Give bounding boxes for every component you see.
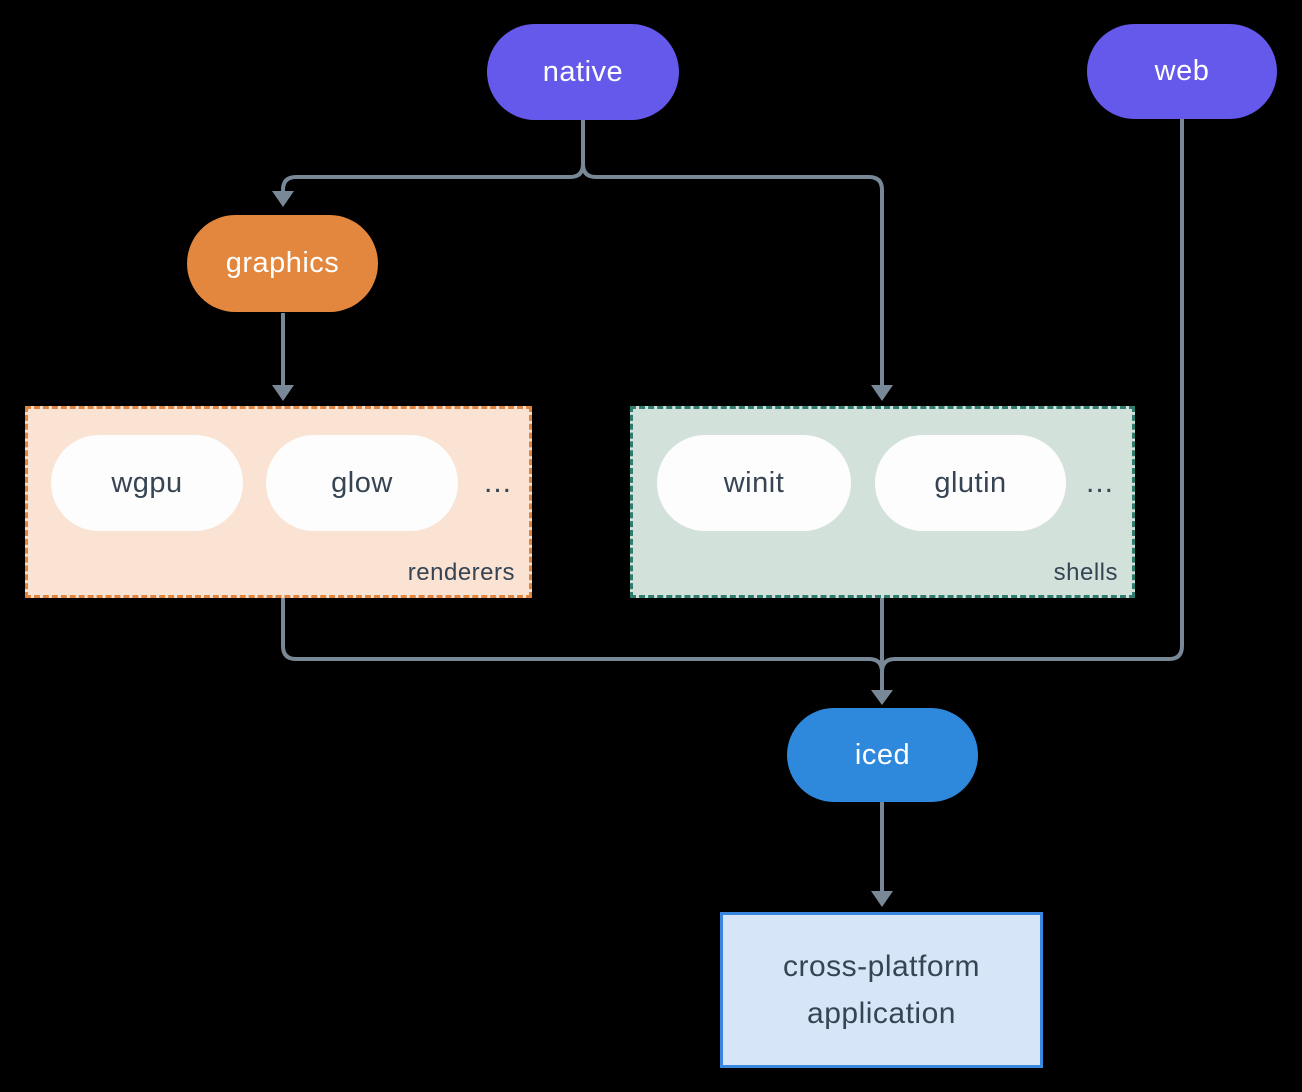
node-native-label: native [542, 55, 624, 88]
edge-native-to-shells [581, 119, 884, 387]
arrowhead-app [871, 891, 893, 907]
node-web-label: web [1154, 55, 1210, 87]
renderers-ellipsis: ... [483, 466, 512, 499]
shells-ellipsis: ... [1085, 466, 1114, 499]
cross-platform-application-label: cross-platform application [782, 950, 981, 1030]
arrowhead-iced [871, 690, 893, 705]
arrowhead-shells [871, 385, 893, 401]
node-glutin-label: glutin [934, 466, 1007, 499]
node-iced-label: iced [854, 738, 911, 771]
node-glutin: glutin [875, 435, 1066, 531]
node-graphics-label: graphics [225, 247, 340, 279]
renderers-group-label: renderers [407, 559, 515, 586]
node-web: web [1087, 24, 1277, 119]
arrowhead-renderers [272, 385, 294, 401]
edge-native-to-graphics [281, 119, 585, 193]
node-wgpu-label: wgpu [111, 466, 183, 499]
node-winit: winit [657, 435, 851, 531]
node-glow-label: glow [331, 466, 393, 499]
shells-group-label: shells [1053, 559, 1118, 586]
group-renderers: wgpu glow ... renderers [25, 406, 532, 598]
node-native: native [487, 24, 679, 120]
node-iced: iced [787, 708, 978, 802]
group-shells: winit glutin ... shells [630, 406, 1135, 598]
node-graphics: graphics [187, 215, 378, 312]
node-winit-label: winit [723, 466, 785, 499]
cross-platform-application-box: cross-platform application [720, 912, 1043, 1068]
node-glow: glow [266, 435, 458, 531]
node-wgpu: wgpu [51, 435, 243, 531]
edge-renderers-to-iced [281, 598, 884, 673]
arrowhead-graphics [272, 191, 294, 207]
